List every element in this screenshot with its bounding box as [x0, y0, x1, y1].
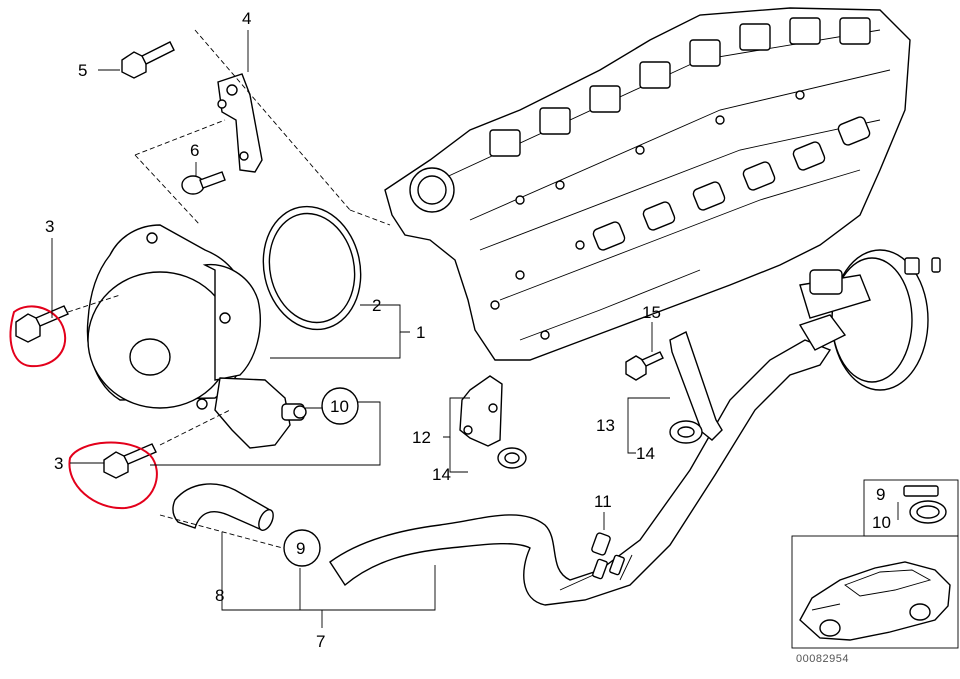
bracket-13 — [669, 331, 723, 441]
leader-lines — [51, 29, 899, 628]
hose-clamp-9-10 — [903, 485, 947, 524]
bolt-5 — [121, 41, 175, 79]
callout-circle-10 — [321, 387, 359, 425]
inset-car-box[interactable] — [791, 535, 959, 649]
o-ring-gasket — [262, 205, 362, 331]
hose-7 — [329, 339, 832, 606]
callout-label-3-lower: 3 — [54, 454, 63, 473]
bolt-3-upper — [15, 305, 69, 343]
callout-circle-9 — [283, 529, 321, 567]
callout-label-2: 2 — [372, 296, 381, 315]
callout-label-10-inset: 10 — [872, 513, 891, 532]
highlight-circle-upper — [9, 305, 67, 368]
callout-label-3-upper: 3 — [45, 217, 54, 236]
cylinder-head — [384, 7, 911, 361]
brake-booster — [798, 249, 941, 391]
bracket-12 — [459, 375, 503, 447]
vacuum-pump — [86, 224, 307, 449]
callout-label-14-left: 14 — [432, 465, 451, 484]
callout-label-15: 15 — [642, 303, 661, 322]
bolt-3-lower — [103, 443, 157, 479]
clip-14-left — [497, 447, 527, 469]
callout-label-4: 4 — [242, 9, 251, 28]
bolt-15 — [625, 351, 664, 381]
callout-label-10-circle: 10 — [330, 397, 349, 416]
callout-label-9-circle: 9 — [296, 539, 305, 558]
callout-label-14-right: 14 — [636, 444, 655, 463]
callout-label-5: 5 — [78, 61, 87, 80]
callout-label-9-inset: 9 — [876, 485, 885, 504]
callout-label-8: 8 — [215, 586, 224, 605]
clip-14-right — [669, 420, 703, 444]
bolt-6 — [181, 171, 226, 195]
hose-8 — [172, 483, 274, 531]
connector-11 — [591, 532, 611, 556]
highlight-circle-lower — [68, 441, 158, 510]
callout-label-6: 6 — [190, 141, 199, 160]
callout-label-1: 1 — [416, 323, 425, 342]
callout-label-12: 12 — [412, 428, 431, 447]
callout-label-13: 13 — [596, 416, 615, 435]
mounting-bracket — [217, 73, 263, 173]
callout-label-7: 7 — [316, 632, 325, 651]
callout-label-11: 11 — [594, 492, 612, 511]
diagram-reference-number: 00082954 — [796, 653, 849, 665]
